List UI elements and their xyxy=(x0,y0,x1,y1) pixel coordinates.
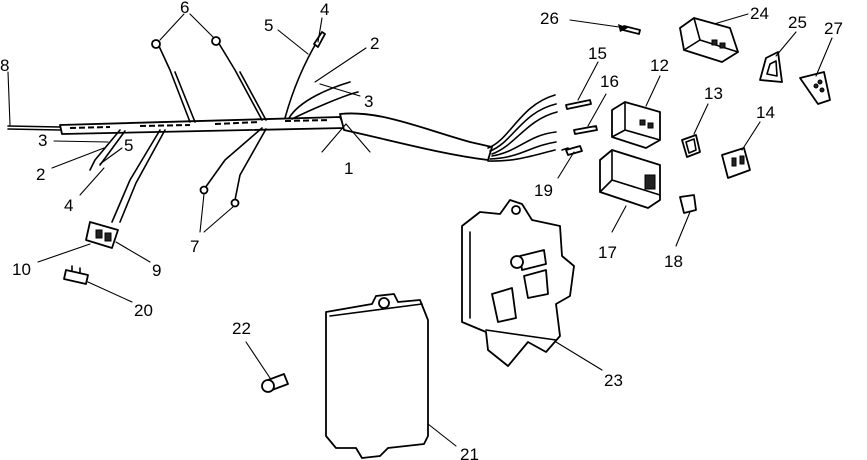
callout-12: 12 xyxy=(650,56,669,75)
callout-10: 10 xyxy=(12,260,31,279)
wedge-14 xyxy=(721,147,751,179)
callout-20: 20 xyxy=(134,301,153,320)
callout-17: 17 xyxy=(598,243,617,262)
callout-5: 5 xyxy=(264,16,273,35)
callout-21: 21 xyxy=(460,445,479,460)
callout-3: 3 xyxy=(364,92,373,111)
callout-25: 25 xyxy=(788,13,807,32)
callout-13: 13 xyxy=(704,84,723,103)
screw-22 xyxy=(261,373,289,393)
callout-9: 9 xyxy=(152,261,161,280)
mounting-bracket-23 xyxy=(461,199,575,367)
callout-16: 16 xyxy=(600,72,619,91)
callout-15: 15 xyxy=(588,44,607,63)
callout-27: 27 xyxy=(824,19,843,38)
callout-14: 14 xyxy=(756,103,775,122)
connector-17 xyxy=(599,149,661,209)
callout-19: 19 xyxy=(534,181,553,200)
callout-26: 26 xyxy=(540,9,559,28)
callout-4: 4 xyxy=(64,196,73,215)
seal-13 xyxy=(681,134,701,158)
callout-8: 8 xyxy=(0,56,9,75)
callout-2: 2 xyxy=(36,165,45,184)
callout-1: 1 xyxy=(344,159,353,178)
clip-18 xyxy=(679,194,697,214)
callout-4: 4 xyxy=(320,0,329,19)
callout-7: 7 xyxy=(190,237,199,256)
main-wiring-harness xyxy=(7,31,558,285)
callout-22: 22 xyxy=(232,319,251,338)
callout-3: 3 xyxy=(38,131,47,150)
connector-24 xyxy=(679,17,739,63)
connector-12 xyxy=(611,101,661,149)
callout-23: 23 xyxy=(604,371,623,390)
callout-6: 6 xyxy=(180,0,189,17)
leader-lines xyxy=(7,13,833,447)
callout-labels: 1 2 2 3 3 4 4 5 5 6 7 8 9 10 12 13 14 15… xyxy=(0,0,843,460)
terminal-pins xyxy=(561,99,598,156)
seal-25 xyxy=(759,51,783,83)
callout-18: 18 xyxy=(664,252,683,271)
module-cover-21 xyxy=(325,293,429,459)
callout-24: 24 xyxy=(750,4,769,23)
wedge-27 xyxy=(799,71,831,105)
callout-5: 5 xyxy=(124,136,133,155)
callout-2: 2 xyxy=(370,34,379,53)
